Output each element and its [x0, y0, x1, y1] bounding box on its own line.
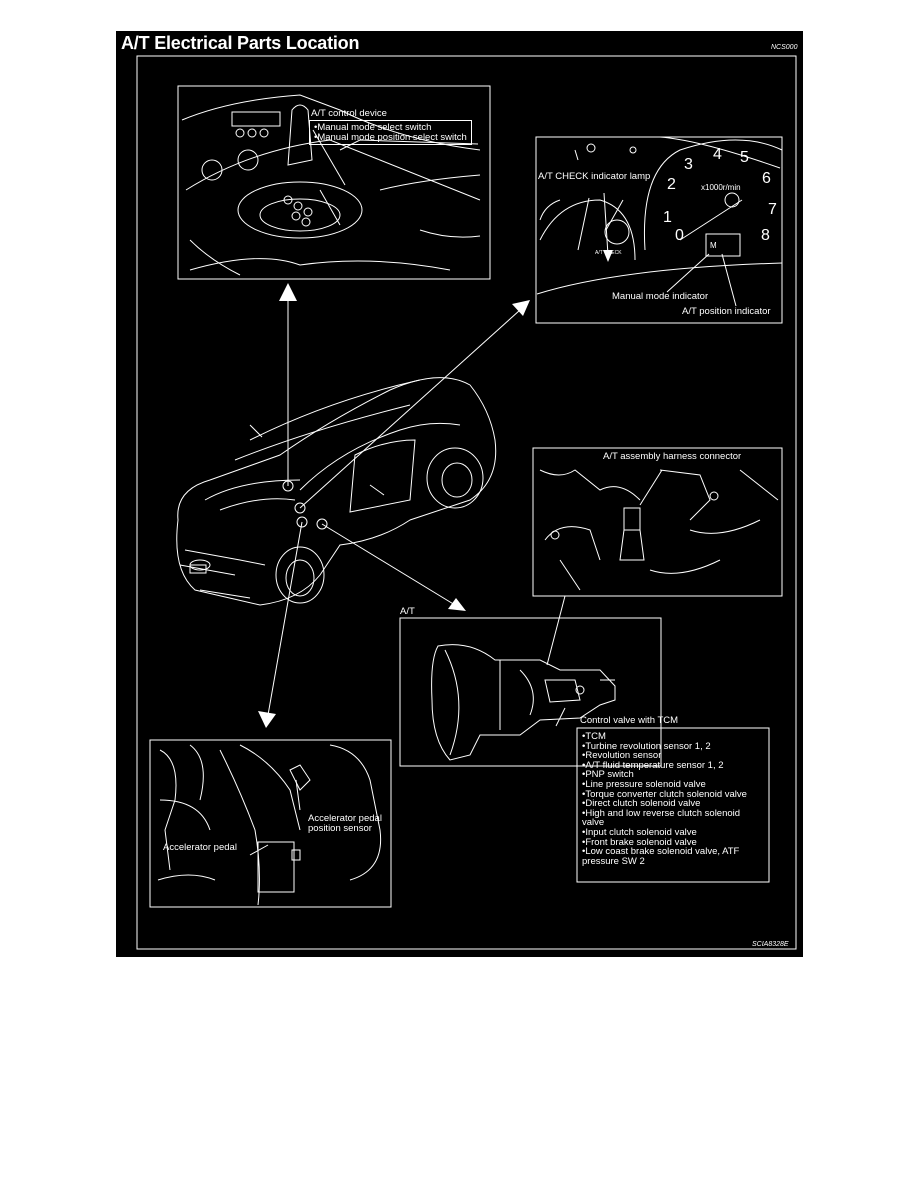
page-title: A/T Electrical Parts Location — [121, 33, 360, 53]
tach-numeral-6: 6 — [762, 170, 771, 187]
panel-control-device — [177, 85, 491, 280]
list-item: Direct clutch solenoid valve — [582, 799, 766, 809]
position-indicator-label: A/T position indicator — [682, 306, 771, 317]
list-item: Revolution sensor — [582, 751, 766, 761]
meter-sketch — [536, 136, 783, 295]
list-item: Torque converter clutch solenoid valve — [582, 789, 766, 800]
manual-indicator-label: Manual mode indicator — [612, 291, 709, 302]
check-lamp-small-label: A/T CHECK — [595, 250, 622, 256]
at-assembly-label: A/T — [400, 606, 415, 617]
tcm-component-list-box: TCM Turbine revolution sensor 1, 2 Revol… — [582, 732, 766, 866]
control-valve-title: Control valve with TCM — [580, 715, 679, 726]
list-item: PNP switch — [582, 770, 766, 780]
control-device-list: Manual mode select switch Manual mode po… — [314, 123, 467, 143]
list-item: Manual mode select switch — [314, 123, 467, 133]
marker-meter — [294, 502, 306, 514]
tach-numeral-8: 8 — [761, 227, 770, 244]
transmission-sketch — [431, 644, 616, 761]
panel-tcm-list — [576, 727, 770, 883]
list-item: TCM — [582, 732, 766, 742]
reference-code-top: NCS000 — [771, 44, 798, 51]
list-item: Turbine revolution sensor 1, 2 — [582, 741, 766, 752]
arrow-head-check-lamp — [603, 250, 613, 262]
tach-numeral-4: 4 — [713, 146, 722, 163]
pedal-sketch — [157, 744, 382, 906]
list-item: High and low reverse clutch solenoid val… — [582, 808, 760, 828]
tach-numeral-1: 1 — [663, 209, 672, 226]
car-sketch — [176, 377, 497, 606]
list-item: Manual mode position select switch — [314, 132, 466, 143]
outer-frame — [136, 55, 797, 950]
panel-pedal — [149, 739, 392, 908]
control-device-list-box: Manual mode select switch Manual mode po… — [309, 120, 472, 146]
tach-numeral-2: 2 — [667, 176, 676, 193]
panel-meter — [535, 136, 783, 324]
list-item: Line pressure solenoid valve — [582, 780, 766, 790]
control-device-title: A/T control device — [311, 108, 387, 119]
gear-indicator-letter: M — [710, 241, 717, 250]
tach-numeral-0: 0 — [675, 227, 684, 244]
tach-numeral-3: 3 — [684, 156, 693, 173]
list-item: Front brake solenoid valve — [582, 837, 766, 848]
harness-sketch — [539, 469, 779, 591]
tach-numeral-5: 5 — [740, 149, 749, 166]
tcm-component-list: TCM Turbine revolution sensor 1, 2 Revol… — [582, 732, 766, 866]
accelerator-pedal-label: Accelerator pedal — [163, 842, 237, 853]
arrow-head-meter — [512, 300, 530, 316]
arrow-head-pedal — [258, 711, 276, 728]
panel-harness — [532, 447, 783, 597]
marker-pedal — [296, 516, 308, 528]
list-item: Input clutch solenoid valve — [582, 828, 766, 838]
arrow-head-control-device — [279, 283, 297, 301]
panel-at-assembly — [399, 617, 662, 767]
tach-unit-label: x1000r/min — [701, 183, 741, 192]
reference-code-bottom: SCIA8328E — [752, 941, 789, 948]
marker-transmission — [316, 518, 328, 530]
harness-connector-label: A/T assembly harness connector — [603, 451, 742, 462]
leader-lines — [249, 129, 737, 856]
list-item: Low coast brake solenoid valve, ATF pres… — [582, 847, 742, 866]
arrow-head-transmission — [448, 598, 466, 611]
list-item: A/T fluid temperature sensor 1, 2 — [582, 761, 766, 771]
tach-numeral-7: 7 — [768, 201, 777, 218]
pedal-position-sensor-label: Accelerator pedal position sensor — [308, 813, 382, 834]
check-lamp-label: A/T CHECK indicator lamp — [538, 171, 651, 182]
